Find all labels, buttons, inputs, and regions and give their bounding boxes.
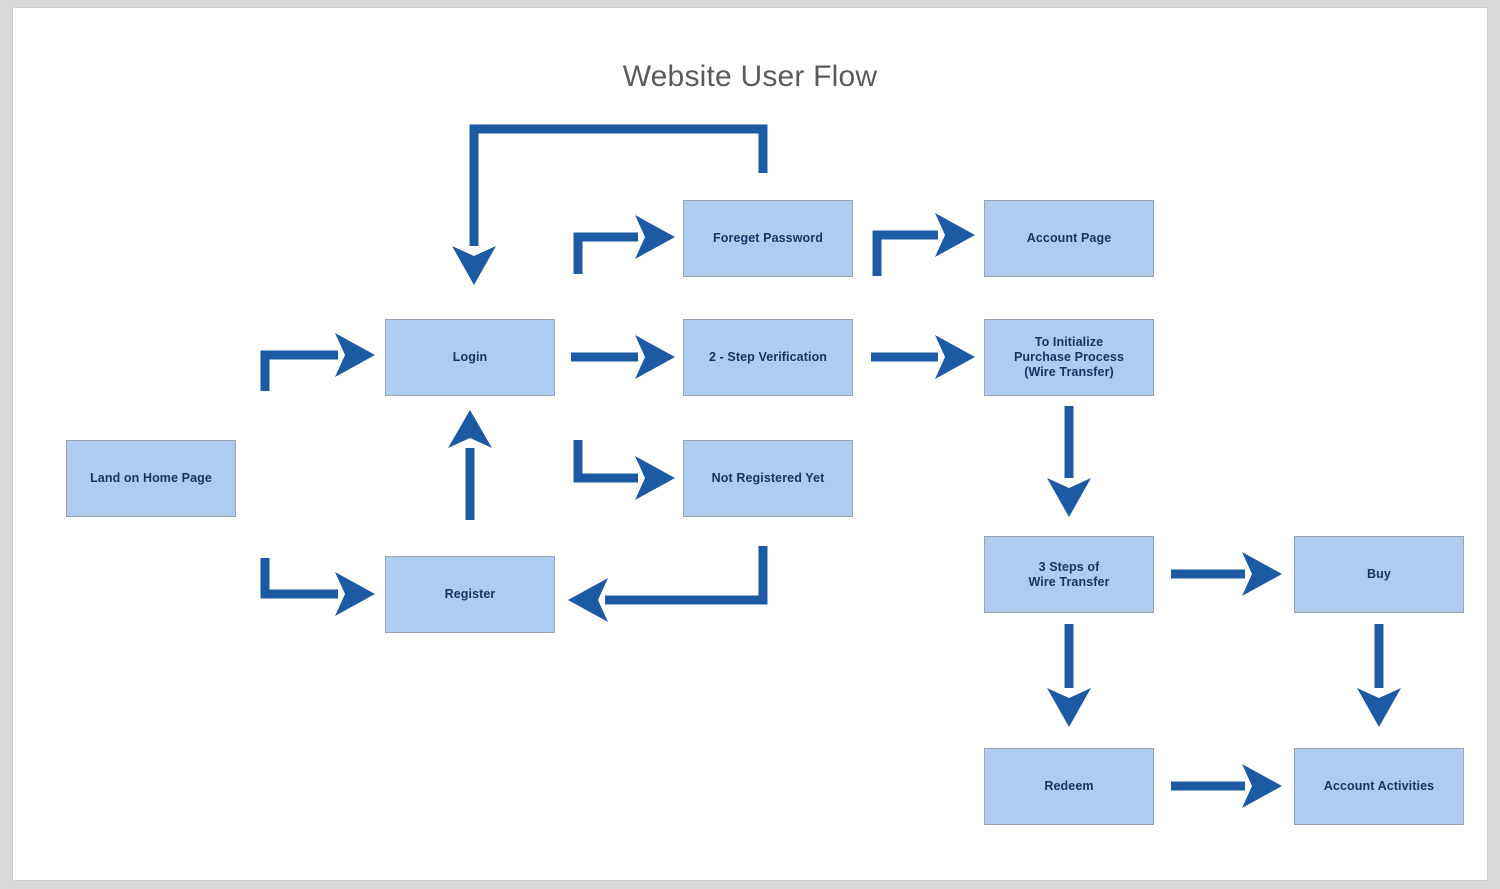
edge-notreg-to-register (568, 546, 768, 622)
node-login[interactable]: Login (385, 319, 555, 396)
edge-forgot-to-accountpage (872, 213, 975, 276)
edge-login-to-twostep (571, 335, 675, 379)
node-to-initialize-purchase-process[interactable]: To Initialize Purchase Process (Wire Tra… (984, 319, 1154, 396)
node-label: Redeem (1044, 779, 1094, 793)
node-label: Foreget Password (713, 231, 823, 245)
edge-home-to-login (260, 333, 375, 391)
edge-buy-to-activities (1357, 624, 1401, 727)
node-label: 3 Steps of Wire Transfer (1028, 559, 1110, 589)
node-not-registered-yet[interactable]: Not Registered Yet (683, 440, 853, 517)
edge-register-to-login (448, 410, 492, 520)
edge-home-to-register (260, 558, 375, 616)
node-label: Account Page (1026, 231, 1112, 245)
page-title: Website User Flow (622, 60, 878, 93)
edge-redeem-to-activities (1171, 764, 1282, 808)
node-account-activities[interactable]: Account Activities (1294, 748, 1464, 825)
node-label: Buy (1367, 567, 1391, 581)
node-buy[interactable]: Buy (1294, 536, 1464, 613)
edge-wiresteps-to-buy (1171, 552, 1282, 596)
edge-initpurchase-to-wiresteps (1047, 406, 1091, 517)
node-label: Register (444, 587, 496, 601)
node-label: 2 - Step Verification (708, 350, 828, 364)
node-label: Account Activities (1323, 779, 1435, 793)
edge-login-to-forgot (573, 215, 675, 274)
node-label: Land on Home Page (90, 471, 212, 485)
node-foreget-password[interactable]: Foreget Password (683, 200, 853, 277)
diagram-page: Website User Flow (13, 8, 1487, 880)
node-2-step-verification[interactable]: 2 - Step Verification (683, 319, 853, 396)
node-land-on-home-page[interactable]: Land on Home Page (66, 440, 236, 517)
node-account-page[interactable]: Account Page (984, 200, 1154, 277)
node-3-steps-of-wire-transfer[interactable]: 3 Steps of Wire Transfer (984, 536, 1154, 613)
node-label: Login (452, 350, 488, 364)
edge-twostep-to-initpurchase (871, 335, 975, 379)
node-label: Not Registered Yet (711, 471, 825, 485)
edge-login-to-notreg (573, 440, 675, 500)
node-register[interactable]: Register (385, 556, 555, 633)
node-redeem[interactable]: Redeem (984, 748, 1154, 825)
node-label: To Initialize Purchase Process (Wire Tra… (1014, 335, 1124, 379)
edge-wiresteps-to-redeem (1047, 624, 1091, 727)
